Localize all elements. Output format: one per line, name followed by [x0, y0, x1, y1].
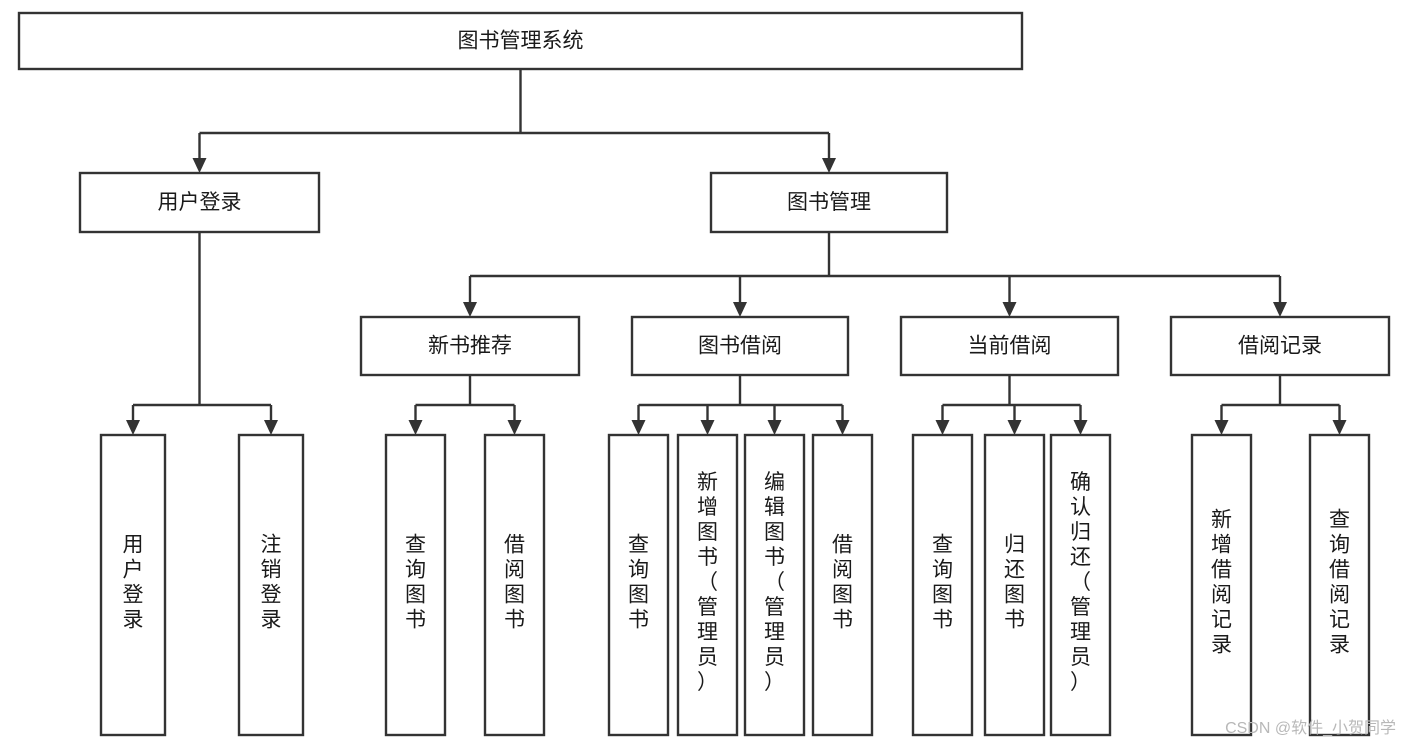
node-label: 借阅图书 [504, 534, 525, 632]
arrow-head [463, 302, 477, 317]
node-box [483, 433, 546, 737]
arrow-head [1273, 302, 1287, 317]
arrow-head [767, 420, 782, 435]
node-label: 图书管理系统 [458, 30, 584, 53]
arrow-head [1073, 420, 1088, 435]
arrow-head [1007, 420, 1022, 435]
node-leaf-借阅图书[interactable]: 借阅图书 [811, 433, 874, 737]
node-box [709, 171, 949, 234]
node-box [676, 433, 739, 737]
node-label: 归还图书 [1004, 534, 1025, 632]
csdn-watermark: CSDN @软件_小贺同学 [1225, 719, 1396, 737]
node-box [359, 315, 581, 377]
node-label: 图书借阅 [698, 335, 782, 358]
node-leaf-新增借阅记录[interactable]: 新增借阅记录 [1190, 433, 1253, 737]
arrow-head [507, 420, 522, 435]
node-leaf-查询借阅记录[interactable]: 查询借阅记录 [1308, 433, 1371, 737]
node-label: 用户登录 [123, 534, 144, 632]
arrow-head [631, 420, 646, 435]
node-label: 查询图书 [628, 534, 649, 632]
node-leaf-确认归还管理员[interactable]: 确认归还（管理员） [1049, 433, 1112, 737]
node-label: 新书推荐 [428, 335, 512, 358]
node-leaf-归还图书[interactable]: 归还图书 [983, 433, 1046, 737]
node-label: 查询图书 [405, 534, 426, 632]
arrow-head [1214, 420, 1229, 435]
node-label: 借阅记录 [1238, 335, 1322, 358]
node-box [911, 433, 974, 737]
node-label: 注销登录 [261, 534, 282, 632]
node-level2-借阅记录[interactable]: 借阅记录 [1169, 315, 1391, 377]
arrow-head [700, 420, 715, 435]
node-label: 当前借阅 [968, 335, 1052, 358]
arrow-head [126, 420, 140, 435]
node-leaf-注销登录[interactable]: 注销登录 [237, 433, 305, 737]
arrow-head [192, 158, 207, 173]
arrow-head [822, 158, 836, 173]
arrow-head [733, 302, 747, 317]
node-label: 编辑图书（管理员） [764, 471, 785, 694]
node-box [899, 315, 1120, 377]
node-box [811, 433, 874, 737]
node-box [1169, 315, 1391, 377]
node-label: 新增图书（管理员） [697, 471, 718, 694]
node-level2-当前借阅[interactable]: 当前借阅 [899, 315, 1120, 377]
node-box [384, 433, 447, 737]
node-box [99, 433, 167, 737]
node-box [743, 433, 806, 737]
node-leaf-编辑图书管理员[interactable]: 编辑图书（管理员） [743, 433, 806, 737]
node-label: 用户登录 [158, 191, 242, 214]
node-level1-图书管理[interactable]: 图书管理 [709, 171, 949, 234]
node-label: 图书管理 [787, 191, 871, 214]
arrow-head [935, 420, 950, 435]
node-box [17, 11, 1024, 71]
node-level1-用户登录[interactable]: 用户登录 [78, 171, 321, 234]
node-leaf-查询图书[interactable]: 查询图书 [607, 433, 670, 737]
arrow-head [264, 420, 278, 435]
node-box [1190, 433, 1253, 737]
node-leaf-借阅图书[interactable]: 借阅图书 [483, 433, 546, 737]
node-leaf-查询图书[interactable]: 查询图书 [384, 433, 447, 737]
node-label: 新增借阅记录 [1211, 509, 1232, 657]
node-label: 查询借阅记录 [1329, 509, 1350, 657]
node-level2-新书推荐[interactable]: 新书推荐 [359, 315, 581, 377]
node-leaf-查询图书[interactable]: 查询图书 [911, 433, 974, 737]
node-level2-图书借阅[interactable]: 图书借阅 [630, 315, 850, 377]
node-box [78, 171, 321, 234]
node-box [1049, 433, 1112, 737]
node-layer: 图书管理系统用户登录图书管理新书推荐图书借阅当前借阅借阅记录用户登录注销登录查询… [17, 11, 1391, 737]
node-box [1308, 433, 1371, 737]
node-box [983, 433, 1046, 737]
node-box [237, 433, 305, 737]
node-box [607, 433, 670, 737]
node-label: 借阅图书 [832, 534, 853, 632]
arrow-head [1002, 302, 1017, 317]
node-label: 确认归还（管理员） [1070, 471, 1091, 694]
arrow-head [408, 420, 423, 435]
node-box [630, 315, 850, 377]
node-label: 查询图书 [932, 534, 953, 632]
node-root-图书管理系统[interactable]: 图书管理系统 [17, 11, 1024, 71]
arrow-head [1332, 420, 1347, 435]
arrow-head [835, 420, 850, 435]
connector-layer [126, 69, 1347, 435]
node-leaf-用户登录[interactable]: 用户登录 [99, 433, 167, 737]
node-leaf-新增图书管理员[interactable]: 新增图书（管理员） [676, 433, 739, 737]
